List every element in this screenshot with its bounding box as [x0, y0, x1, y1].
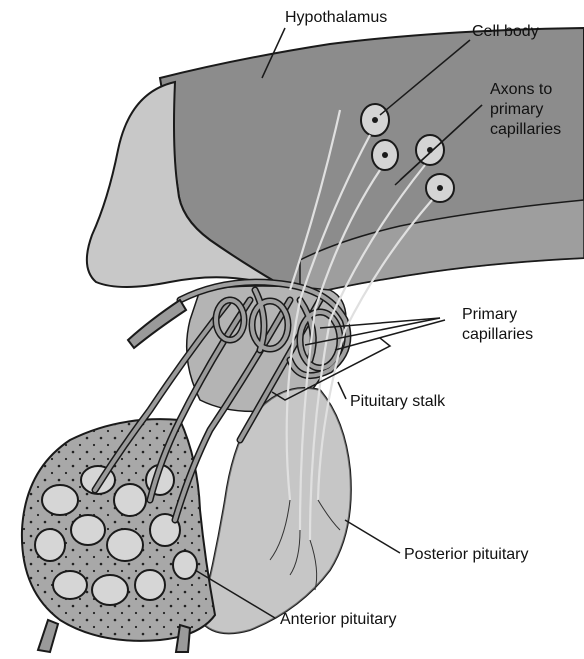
- label-anterior-pituitary: Anterior pituitary: [280, 610, 397, 630]
- label-axons-to-primary-capillaries: Axons to primary capillaries: [490, 80, 584, 140]
- label-primary-line-2: capillaries: [462, 325, 572, 345]
- label-primary-line-1: Primary: [462, 305, 572, 325]
- label-primary-capillaries: Primary capillaries: [462, 305, 572, 345]
- label-axons-line-2: primary: [490, 100, 584, 120]
- label-pituitary-stalk: Pituitary stalk: [350, 392, 445, 412]
- label-axons-line-1: Axons to: [490, 80, 584, 100]
- label-cell-body: Cell body: [472, 22, 539, 42]
- label-axons-line-3: capillaries: [490, 120, 584, 140]
- label-posterior-pituitary: Posterior pituitary: [404, 545, 529, 565]
- label-hypothalamus: Hypothalamus: [285, 8, 387, 28]
